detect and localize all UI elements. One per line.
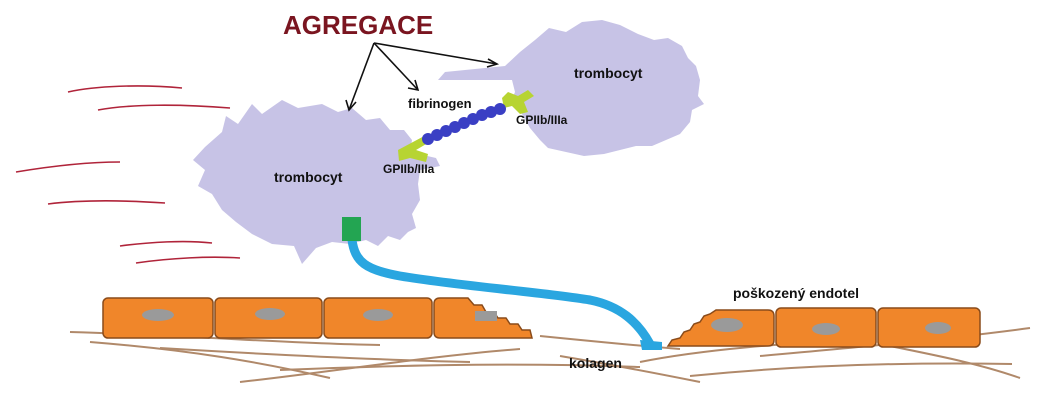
cell-nucleus <box>475 311 497 321</box>
label-collagen: kolagen <box>569 355 622 371</box>
flow-line <box>48 201 165 204</box>
flow-line <box>120 242 212 246</box>
diagram-title: AGREGACE <box>283 10 433 40</box>
flow-line <box>136 257 240 263</box>
arrow-to-left-platelet <box>349 43 374 110</box>
collagen-fiber <box>880 344 1020 378</box>
label-receptor-right: GPIIb/IIIa <box>516 113 568 127</box>
label-damaged-endothelium: poškozený endotel <box>733 285 859 301</box>
vwf-strand-end <box>640 340 662 350</box>
platelet-right <box>438 20 704 156</box>
flow-line <box>16 162 120 172</box>
flow-line <box>98 105 230 110</box>
label-fibrinogen: fibrinogen <box>408 96 472 111</box>
label-platelet-right: trombocyt <box>574 65 643 81</box>
cell-nucleus <box>255 308 285 320</box>
cell-nucleus <box>812 323 840 335</box>
collagen-fiber <box>90 342 330 378</box>
arrow-to-right-platelet <box>374 43 497 64</box>
label-platelet-left: trombocyt <box>274 169 343 185</box>
cell-nucleus <box>363 309 393 321</box>
vwf-anchor <box>342 217 361 241</box>
cell-nucleus <box>711 318 743 332</box>
cell-nucleus <box>925 322 951 334</box>
collagen-fiber <box>690 364 1012 377</box>
label-receptor-left: GPIIb/IIIa <box>383 162 435 176</box>
fibrinogen-bead <box>494 103 506 115</box>
cell-nucleus <box>142 309 174 321</box>
flow-line <box>68 86 182 92</box>
